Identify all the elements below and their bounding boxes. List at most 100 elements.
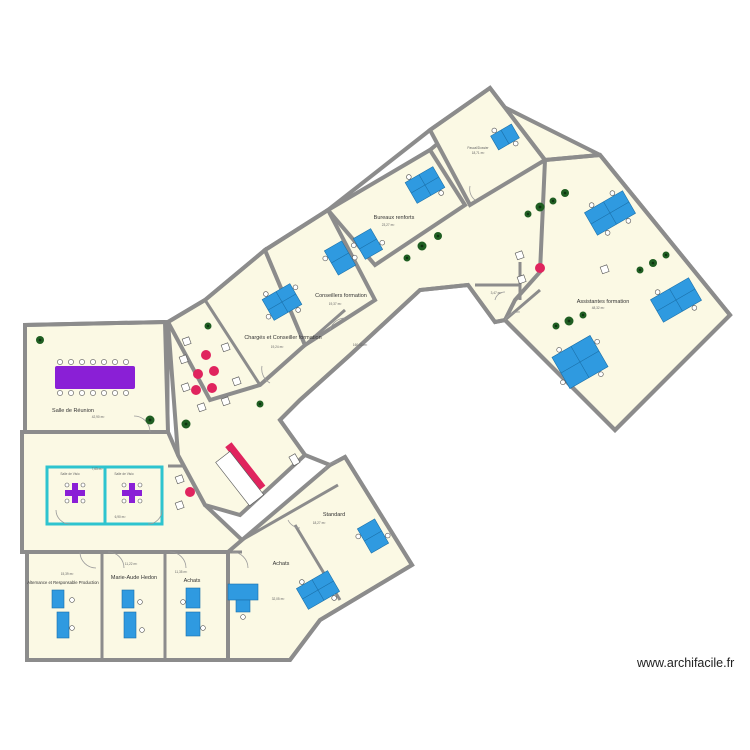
door-swing-icon — [55, 509, 71, 525]
visio-tables — [64, 482, 143, 504]
room-label-achats-grand: Achats — [273, 561, 290, 567]
area-label-achats-petit: 11,35 m² — [175, 570, 187, 574]
couch-group — [215, 442, 266, 507]
meeting-table — [55, 366, 135, 389]
desk-cluster-achats-grand — [296, 570, 340, 610]
chair-icon — [123, 359, 129, 365]
desks — [51, 123, 702, 639]
door-swing-icon — [329, 317, 346, 331]
lounge-area — [174, 250, 610, 511]
potted-plant-icon — [535, 202, 545, 212]
chair-icon — [112, 359, 118, 365]
potted-plant-icon — [549, 197, 557, 205]
potted-plant-icon — [662, 251, 670, 259]
potted-plant-icon — [564, 316, 574, 326]
potted-plant-icon — [256, 400, 264, 408]
area-label-achats-grand: 32,05 m² — [272, 597, 285, 601]
pouf-icon — [201, 350, 211, 360]
potted-plant-icon — [145, 415, 155, 425]
visio-rooms — [45, 465, 164, 526]
area-label-alternance: 15,39 m² — [61, 572, 74, 576]
desk-cluster-renforts-2 — [351, 228, 385, 260]
visio-room-2[interactable] — [103, 465, 164, 526]
chair-icon — [79, 359, 85, 365]
potted-plant-icon — [561, 189, 569, 197]
door-swing-icon — [261, 365, 271, 384]
door-swing-icon — [324, 461, 339, 471]
room-label-visio-2: Salle de Visio — [114, 472, 133, 476]
chair-icon — [123, 390, 129, 396]
visio-table-1 — [64, 482, 86, 504]
desk-cluster-pascal — [490, 123, 520, 151]
door-swing-icon — [169, 551, 187, 569]
area-label-salle-reunion: 42,90 m² — [92, 415, 105, 419]
plants — [36, 189, 670, 429]
area-label-visio-1: 7,65 m² — [92, 467, 103, 471]
desk-cluster-assistantes-1 — [584, 190, 636, 236]
desk-cluster-conseillers — [322, 240, 358, 276]
door-swing-icon — [287, 519, 301, 529]
room-labels: Salle de Réunion 42,90 m² Chargés et Con… — [27, 146, 629, 601]
meeting-chairs — [57, 359, 129, 396]
visio-table-2 — [121, 482, 143, 504]
desk-achats-grand-2 — [227, 583, 259, 620]
potted-plant-icon — [36, 336, 44, 344]
potted-plant-icon — [552, 322, 560, 330]
potted-plant-icon — [524, 210, 532, 218]
room-label-charges: Chargés et Conseiller formation — [244, 335, 321, 341]
potted-plant-icon — [434, 232, 442, 240]
desk-cluster-standard — [355, 518, 391, 554]
chair-icon — [79, 390, 85, 396]
room-label-conseillers: Conseillers formation — [315, 293, 367, 299]
desk-cluster-charges — [261, 283, 303, 321]
watermark-text[interactable]: www.archifacile.fr — [637, 656, 735, 670]
pouf-icon — [191, 385, 201, 395]
potted-plant-icon — [649, 259, 657, 267]
desk-cluster-renforts — [404, 166, 446, 204]
desk-cluster-assistantes-3 — [551, 335, 609, 389]
room-label-renforts: Bureaux renforts — [374, 215, 415, 221]
doors — [55, 185, 521, 569]
meeting-table-group — [55, 359, 135, 396]
door-swing-icon — [494, 291, 506, 301]
pouf-icon — [185, 487, 195, 497]
door-swing-icon — [469, 185, 476, 201]
potted-plant-icon — [636, 266, 644, 274]
chair-icon — [90, 359, 96, 365]
room-label-marie-aude: Marie-Aude Hedon — [111, 575, 157, 581]
room-label-salle-reunion: Salle de Réunion — [52, 408, 94, 414]
room-label-standard: Standard — [323, 512, 345, 518]
chair-icon — [112, 390, 118, 396]
area-label-pascal: 18,71 m² — [472, 151, 485, 155]
area-label-standard: 18,27 m² — [313, 521, 326, 525]
chair-icon — [68, 390, 74, 396]
potted-plant-icon — [204, 322, 212, 330]
desk-alternance — [51, 589, 75, 639]
desk-cluster-assistantes-2 — [650, 277, 702, 323]
potted-plant-icon — [417, 241, 427, 251]
area-label-marie-aude: 11,22 m² — [125, 562, 137, 566]
area-label-charges: 19,24 m² — [271, 345, 284, 349]
room-label-pascal: Pascal/Dossier — [467, 146, 489, 150]
area-label-assistantes: 48,32 m² — [592, 306, 605, 310]
desk-achats-petit — [180, 587, 206, 637]
pouf-icon — [207, 383, 217, 393]
chair-icon — [101, 390, 107, 396]
couch — [225, 442, 266, 491]
area-label-visio-2: 6,90 m² — [115, 515, 126, 519]
area-label-petit-local: 3,47 m² — [491, 291, 502, 295]
room-label-alternance: Alternance et Responsable Production — [27, 580, 99, 585]
area-label-conseillers: 19,37 m² — [329, 302, 342, 306]
pouf-icon — [535, 263, 545, 273]
desk-marie-aude — [121, 589, 145, 639]
potted-plant-icon — [181, 419, 191, 429]
pouf-icon — [209, 366, 219, 376]
pouf-icon — [193, 369, 203, 379]
chair-icon — [101, 359, 107, 365]
chair-icon — [57, 359, 63, 365]
chair-icon — [57, 390, 63, 396]
door-swing-icon — [133, 415, 151, 433]
door-swing-icon — [504, 311, 521, 321]
room-label-achats-petit: Achats — [184, 578, 201, 584]
